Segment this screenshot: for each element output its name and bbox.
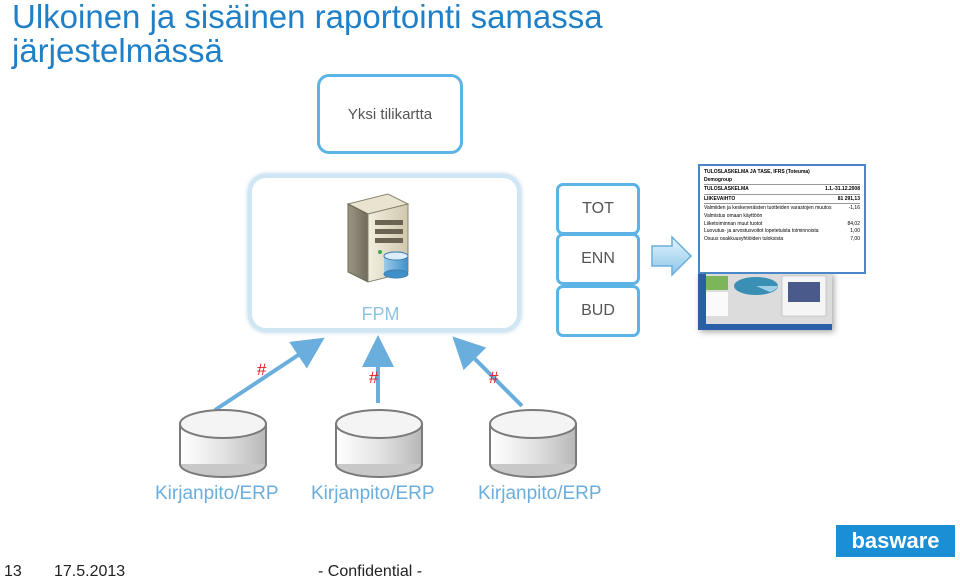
- connector-arrow-right: [452, 336, 524, 408]
- report-company: Demogroup: [704, 177, 860, 186]
- report-row-value: -1,16: [848, 205, 860, 212]
- source-label: Kirjanpito/ERP: [311, 483, 435, 504]
- connector-label: #: [257, 360, 267, 379]
- report-row-label: Luovutus- ja arvostusvoitot lopetetuista…: [704, 228, 819, 235]
- page-title: Ulkoinen ja sisäinen raportointi samassa…: [12, 0, 603, 69]
- fpm-label: FPM: [361, 304, 400, 324]
- report-row-value: 7,00: [850, 235, 860, 242]
- connector-label: #: [489, 368, 499, 387]
- report-row: Valmiiden ja keskeneräisten tuotteiden v…: [704, 205, 860, 213]
- scenario-enn: ENN: [556, 233, 640, 285]
- report-section: TULOSLASKELMA: [704, 186, 749, 193]
- connector-label: #: [369, 368, 379, 387]
- income-statement-report: TULOSLASKELMA JA TASE, IFRS (Toteuma) De…: [698, 164, 866, 274]
- report-revenue-row: LIIKEVAIHTO 81 291,13: [704, 196, 860, 205]
- database-icon: [489, 409, 577, 478]
- report-screenshot: [698, 272, 832, 330]
- report-row-label: Osuus osakkuusyhtiöiden tuloksista: [704, 235, 784, 242]
- server-icon: [346, 193, 410, 283]
- report-row: Liiketoiminnan muut tuotot 84,02: [704, 221, 860, 229]
- logo-text: basware: [851, 528, 940, 553]
- report-row-label: Liiketoiminnan muut tuotot: [704, 220, 763, 227]
- page-number: 13: [4, 563, 22, 580]
- source-label: Kirjanpito/ERP: [478, 483, 602, 504]
- confidential-label: - Confidential -: [318, 563, 423, 580]
- report-screenshot-image: [698, 272, 832, 330]
- report-row-label: Valmiiden ja keskeneräisten tuotteiden v…: [704, 205, 832, 212]
- arrow-right-icon: [651, 235, 693, 277]
- report-row-value: 84,02: [847, 220, 860, 227]
- database-icon: [179, 409, 267, 478]
- connector-arrow-left: [213, 337, 325, 412]
- report-row-value: 1,00: [850, 228, 860, 235]
- chart-of-accounts-label: Yksi tilikartta: [347, 105, 433, 123]
- report-revenue-label: LIIKEVAIHTO: [704, 195, 736, 202]
- footer-date: 17.5.2013: [54, 563, 126, 580]
- scenario-bud: BUD: [556, 285, 640, 337]
- report-row: Valmistus omaan käyttöön: [704, 213, 860, 221]
- chart-of-accounts-box: Yksi tilikartta: [317, 74, 463, 154]
- report-revenue-value: 81 291,13: [837, 195, 860, 202]
- basware-logo: basware: [836, 525, 955, 557]
- report-heading: TULOSLASKELMA JA TASE, IFRS (Toteuma): [704, 169, 810, 175]
- source-label: Kirjanpito/ERP: [155, 483, 279, 504]
- report-row: Luovutus- ja arvostusvoitot lopetetuista…: [704, 228, 860, 236]
- scenario-label: TOT: [582, 200, 614, 217]
- scenario-label: BUD: [581, 302, 615, 319]
- report-period: 1.1.-31.12.2008: [824, 186, 860, 193]
- report-section-row: TULOSLASKELMA 1.1.-31.12.2008: [704, 186, 860, 195]
- scenario-label: ENN: [581, 250, 615, 267]
- database-icon: [335, 409, 423, 478]
- report-row: Osuus osakkuusyhtiöiden tuloksista 7,00: [704, 236, 860, 244]
- report-row-label: Valmistus omaan käyttöön: [704, 212, 763, 219]
